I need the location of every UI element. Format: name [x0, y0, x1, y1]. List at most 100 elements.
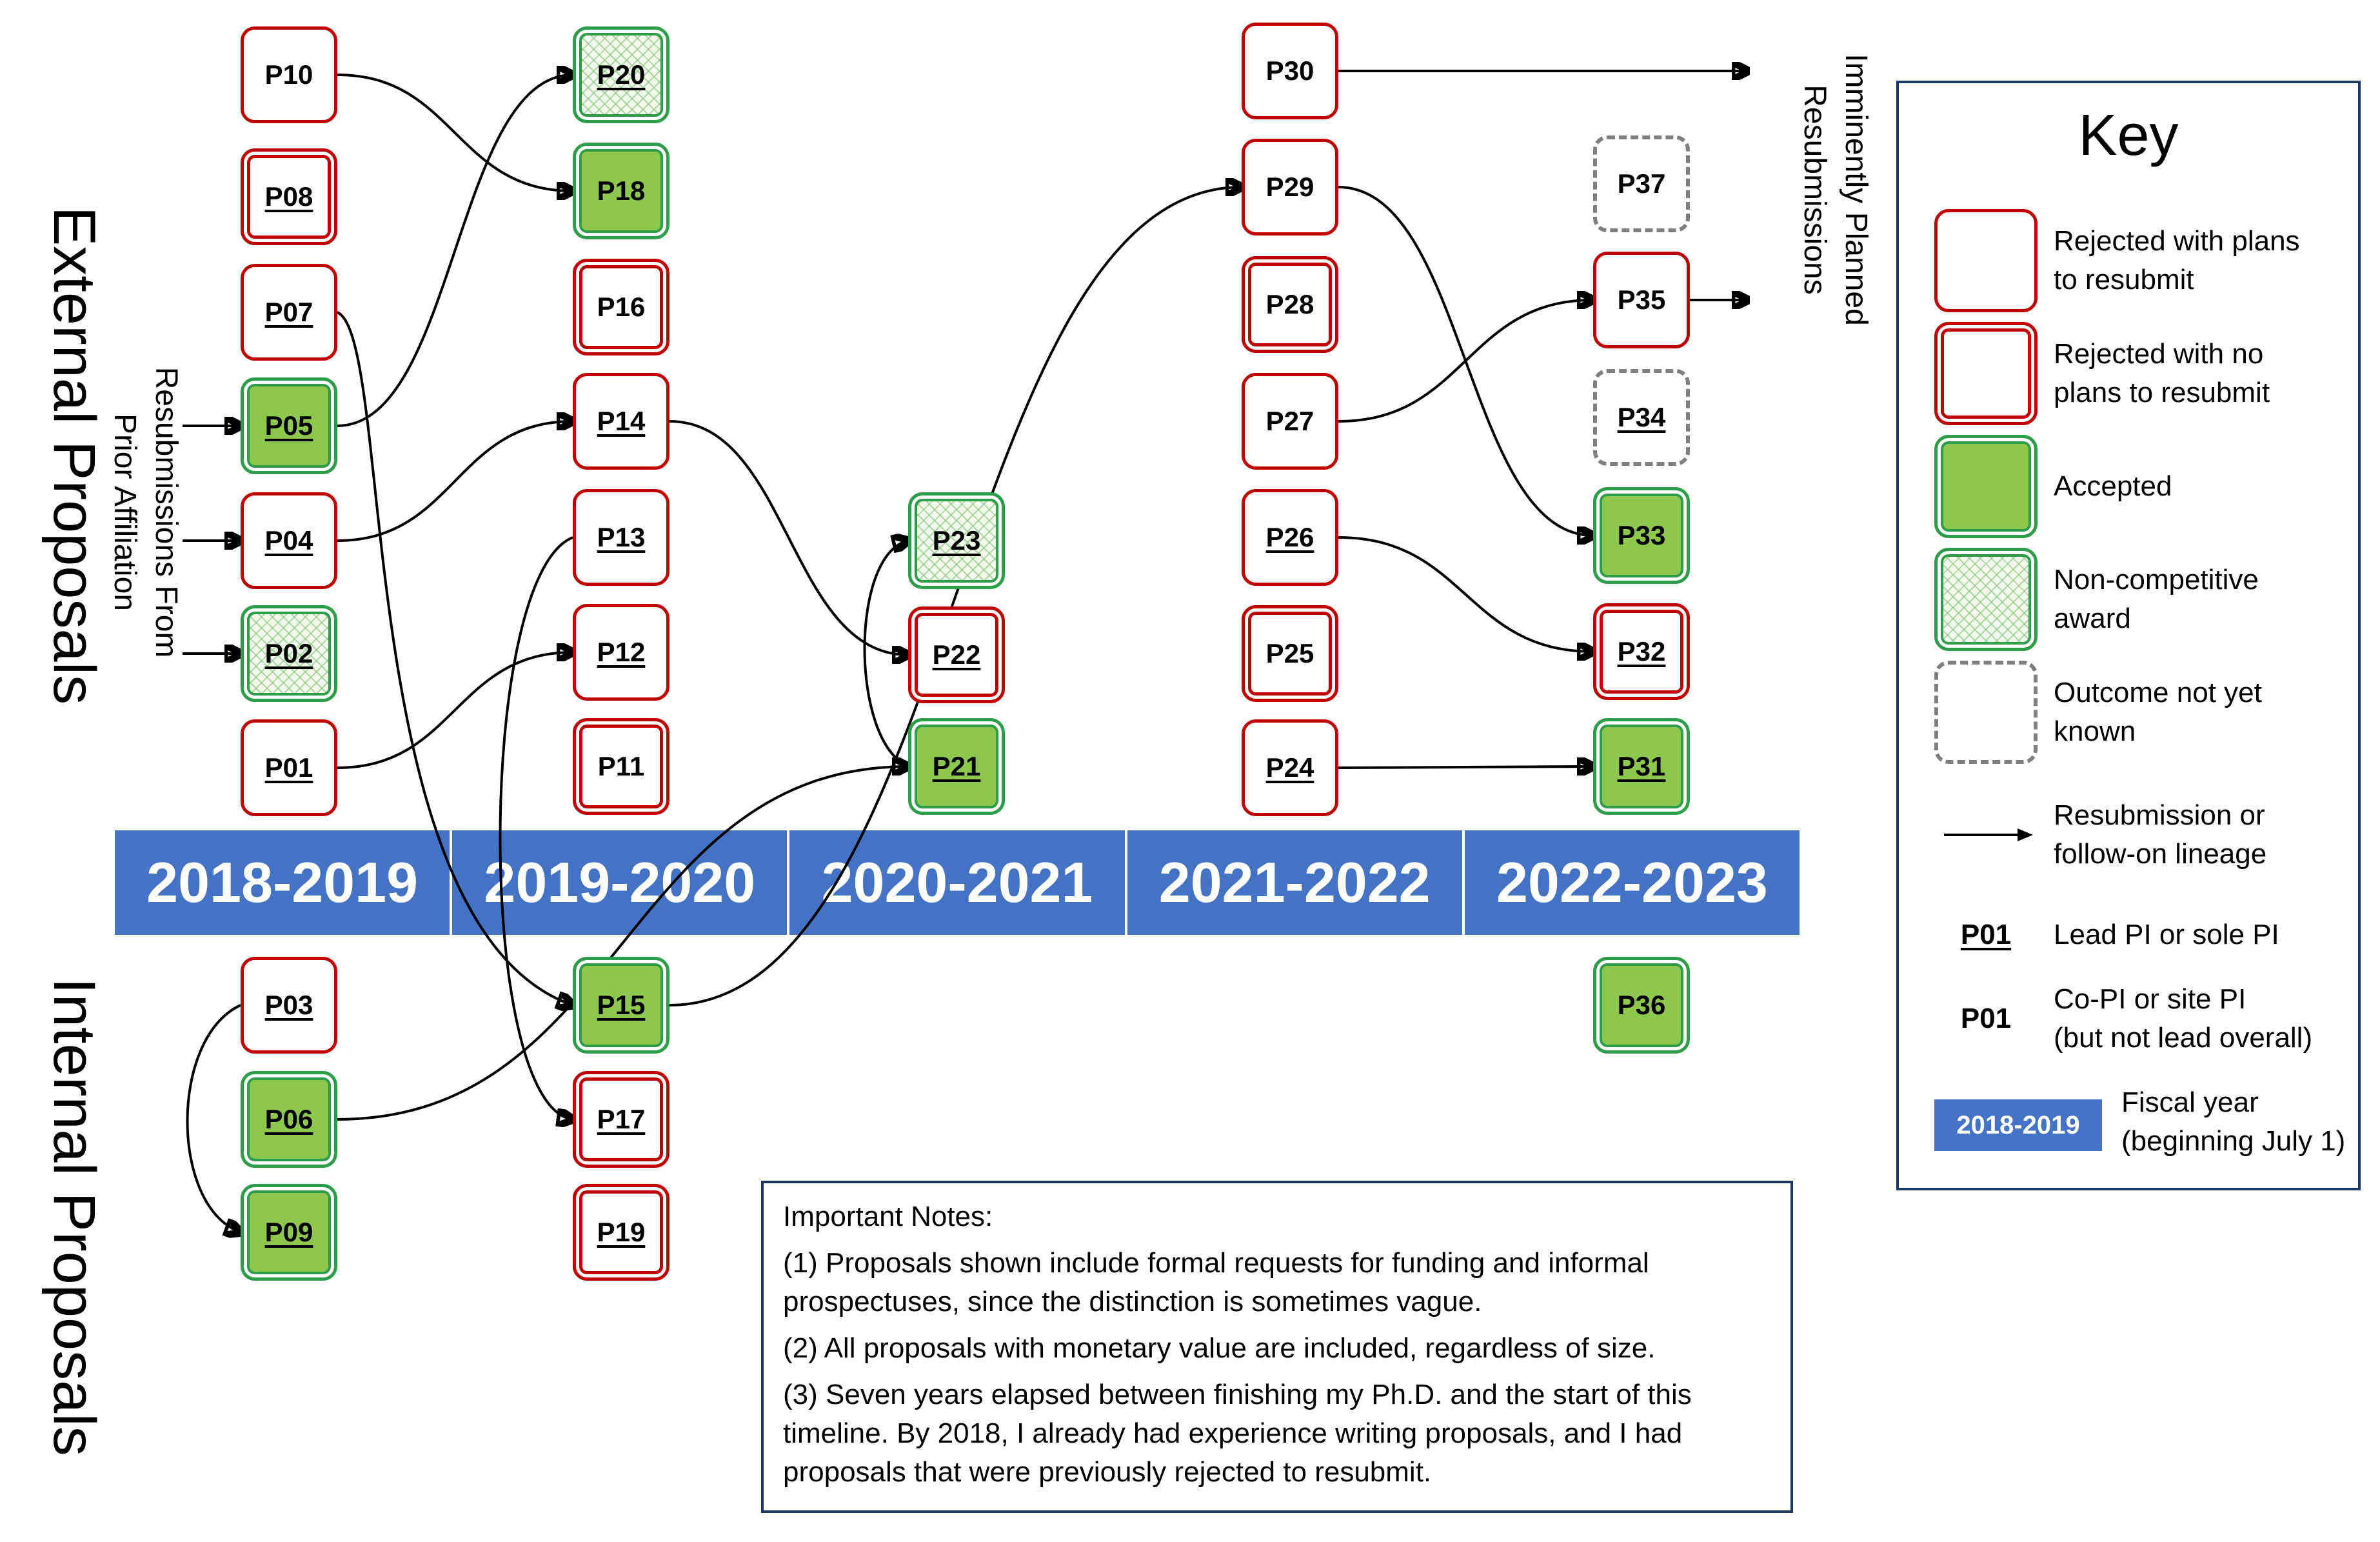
year-2020-2021: 2020-2021 — [789, 830, 1127, 935]
year-2022-2023: 2022-2023 — [1496, 850, 1768, 914]
key-rejected-plan-text: Rejected with plans to resubmit — [2054, 225, 2300, 295]
key-fiscal-year: 2018-2019 Fiscal year (beginning July 1) — [1934, 1083, 2347, 1167]
proposal-p37-label: P37 — [1617, 168, 1666, 199]
proposal-p05: P05 — [241, 377, 337, 474]
proposal-p28-label: P28 — [1265, 289, 1314, 319]
proposal-p21: P21 — [908, 718, 1005, 815]
proposal-p29-label: P29 — [1265, 172, 1314, 202]
proposal-p16-label: P16 — [597, 292, 646, 322]
proposal-p12: P12 — [573, 604, 669, 701]
proposal-p16: P16 — [573, 259, 669, 355]
arrow-p26-to-p32 — [1338, 536, 1593, 652]
proposal-p21-label: P21 — [932, 751, 981, 781]
arrow-p24-to-p31 — [1338, 766, 1593, 768]
proposal-p24-label: P24 — [1265, 752, 1314, 783]
proposal-p19: P19 — [573, 1184, 669, 1281]
year-2021-2022: 2021-2022 — [1127, 830, 1465, 935]
arrow-p14-to-p22 — [669, 420, 908, 655]
proposal-p22-label: P22 — [932, 639, 981, 670]
proposal-p15-label: P15 — [597, 990, 646, 1020]
key-arrow-icon — [1944, 828, 2033, 841]
key-lead: P01 Lead PI or sole PI — [1934, 916, 2347, 961]
proposal-p26: P26 — [1242, 489, 1338, 586]
proposal-p35: P35 — [1593, 252, 1690, 348]
key-noncompetitive-text: Non-competitive award — [2054, 564, 2259, 634]
key-rejected-noplan-text: Rejected with no plans to resubmit — [2054, 338, 2270, 408]
arrow-p06-to-p21 — [337, 766, 908, 1121]
proposal-p03: P03 — [241, 957, 337, 1054]
arrow-p03-to-p09 — [186, 1004, 241, 1232]
proposal-p06-label: P06 — [264, 1104, 313, 1134]
year-2018-2019: 2018-2019 — [115, 830, 453, 935]
proposal-p34: P34 — [1593, 369, 1690, 466]
key-lead-text: Lead PI or sole PI — [2054, 919, 2279, 950]
proposal-p20-label: P20 — [597, 59, 646, 90]
proposal-p17: P17 — [573, 1071, 669, 1168]
proposal-p09-label: P09 — [264, 1217, 313, 1247]
internal-proposals-label: Internal Proposals — [41, 977, 107, 1456]
proposal-p13-label: P13 — [597, 522, 646, 552]
proposal-p11: P11 — [573, 718, 669, 815]
proposal-p37: P37 — [1593, 135, 1690, 232]
arrow-p27-to-p35 — [1338, 300, 1593, 423]
important-notes-box: Important Notes: (1) Proposals shown inc… — [761, 1181, 1793, 1513]
proposal-p36-label: P36 — [1617, 990, 1666, 1020]
year-2019-2020: 2019-2020 — [452, 830, 790, 935]
proposal-p17-label: P17 — [597, 1104, 646, 1134]
proposal-p23: P23 — [908, 492, 1005, 589]
proposal-p32-label: P32 — [1617, 636, 1666, 666]
note-2: (2) All proposals with monetary value ar… — [783, 1332, 1656, 1364]
proposal-p22: P22 — [908, 606, 1005, 703]
proposal-p31: P31 — [1593, 718, 1690, 815]
arrow-p05-to-p20 — [337, 75, 573, 427]
proposal-p07: P07 — [241, 264, 337, 361]
key-copi: P01 Co-PI or site PI (but not lead overa… — [1934, 980, 2347, 1064]
arrow-p21-to-p23 — [863, 541, 909, 768]
proposal-p25-label: P25 — [1265, 638, 1314, 668]
proposal-p19-label: P19 — [597, 1217, 646, 1247]
proposal-p12-label: P12 — [597, 637, 646, 667]
proposal-p27: P27 — [1242, 373, 1338, 470]
notes-heading: Important Notes: — [783, 1201, 993, 1232]
arrow-p13-to-p17 — [499, 536, 573, 1119]
proposal-p30-label: P30 — [1265, 55, 1314, 86]
key-accepted: Accepted — [1934, 435, 2347, 538]
proposal-p01: P01 — [241, 719, 337, 816]
key-lead-sample: P01 — [1960, 919, 2012, 950]
proposal-p14-label: P14 — [597, 406, 646, 436]
key-unknown: Outcome not yet known — [1934, 661, 2347, 764]
imminent-resubmissions-note: Imminently Planned Resubmissions — [1798, 54, 1873, 326]
key-unknown-text: Outcome not yet known — [2054, 677, 2262, 747]
key-copi-text: Co-PI or site PI (but not lead overall) — [2054, 983, 2313, 1054]
key-fy-text: Fiscal year (beginning July 1) — [2121, 1086, 2346, 1157]
arrow-p29-to-p33 — [1338, 186, 1593, 536]
key-rejected-noplan: Rejected with no plans to resubmit — [1934, 322, 2347, 425]
proposal-p13: P13 — [573, 489, 669, 586]
proposal-p32: P32 — [1593, 603, 1690, 700]
proposal-p35-label: P35 — [1617, 285, 1666, 315]
key-copi-sample: P01 — [1960, 1003, 2012, 1034]
note-3: (3) Seven years elapsed between finishin… — [783, 1379, 1692, 1488]
fiscal-year-timeline: 2018-2019 2019-2020 2020-2021 2021-2022 … — [115, 830, 1800, 935]
arrow-p10-to-p18 — [337, 74, 573, 191]
proposal-p10: P10 — [241, 26, 337, 123]
proposal-p02: P02 — [241, 605, 337, 702]
proposal-p03-label: P03 — [264, 990, 313, 1020]
proposal-p20: P20 — [573, 26, 669, 123]
proposal-p09: P09 — [241, 1184, 337, 1281]
proposal-p27-label: P27 — [1265, 406, 1314, 436]
key-rejected-plan: Rejected with plans to resubmit — [1934, 209, 2347, 312]
key-lineage-text: Resubmission or follow-on lineage — [2054, 799, 2267, 870]
proposal-p33-label: P33 — [1617, 520, 1666, 550]
proposal-p25: P25 — [1242, 605, 1338, 702]
proposal-p34-label: P34 — [1617, 402, 1666, 432]
key-swatch-unknown — [1934, 661, 2038, 764]
proposal-p04: P04 — [241, 492, 337, 589]
proposal-p08: P08 — [241, 148, 337, 245]
key-lineage: Resubmission or follow-on lineage — [1934, 796, 2347, 880]
proposal-p15: P15 — [573, 957, 669, 1054]
proposal-p23-label: P23 — [932, 525, 981, 556]
key-title: Key — [2078, 103, 2179, 168]
proposal-p10-label: P10 — [264, 59, 313, 90]
proposal-p36: P36 — [1593, 957, 1690, 1054]
